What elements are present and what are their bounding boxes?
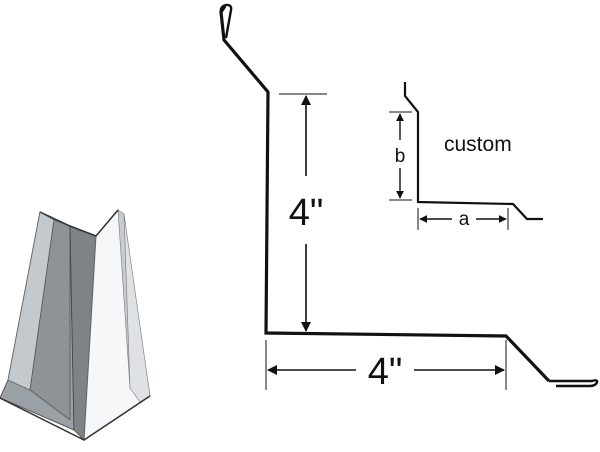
main-flashing-profile xyxy=(219,3,599,388)
horizontal-dimension-label: 4" xyxy=(368,351,403,393)
horizontal-dimension: 4" xyxy=(265,340,507,393)
custom-label: custom xyxy=(444,133,512,156)
custom-flashing-profile: custom b a xyxy=(389,82,543,230)
flashing-3d-illustration xyxy=(0,208,151,441)
vertical-dimension: 4" xyxy=(279,93,327,332)
vertical-dimension-label: 4" xyxy=(289,192,324,234)
custom-b-label: b xyxy=(395,146,406,167)
custom-a-label: a xyxy=(459,209,470,230)
